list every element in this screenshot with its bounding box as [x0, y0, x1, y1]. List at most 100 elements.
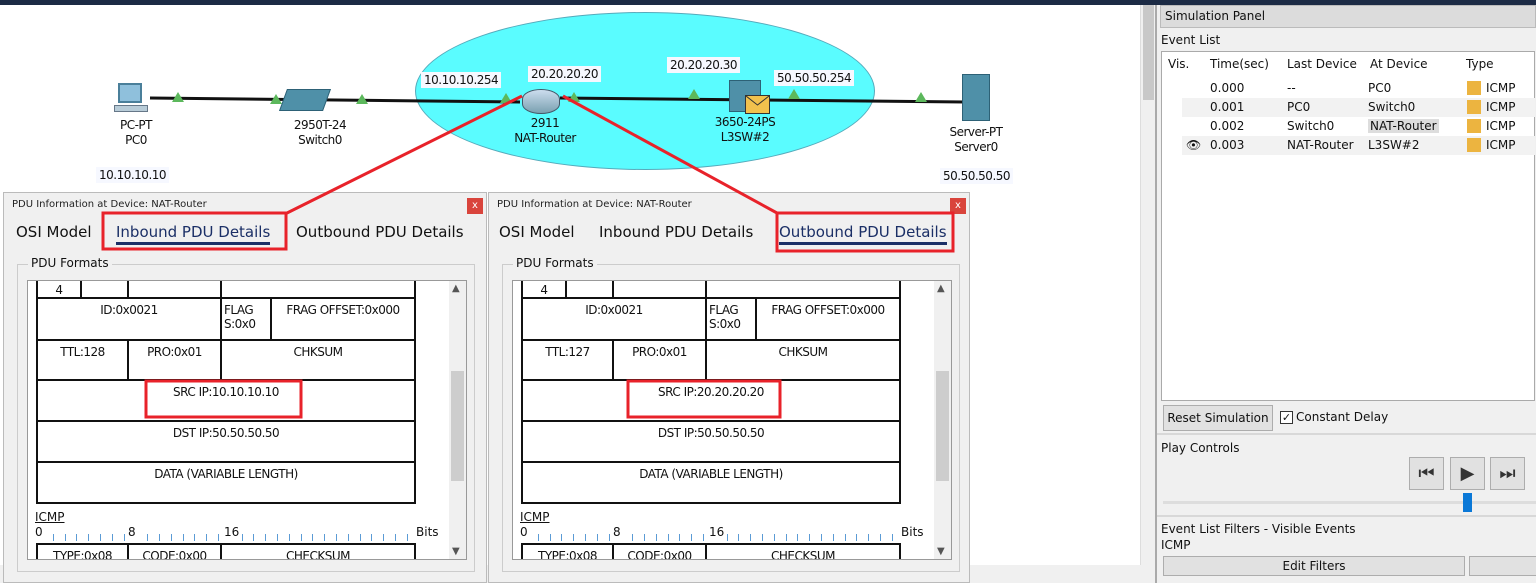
ruler-tick [88, 534, 90, 541]
ruler-tick [773, 534, 775, 541]
l3sw-ip-a: 20.20.20.30 [667, 57, 741, 73]
ruler-0: 0 [35, 525, 43, 539]
field-checksum: CHKSUM [220, 339, 416, 381]
tab-osi-model[interactable]: OSI Model [499, 223, 575, 241]
show-all-button[interactable] [1469, 556, 1536, 576]
envelope-icon[interactable] [745, 95, 770, 114]
ruler-tick [111, 534, 113, 541]
ruler-tick [738, 534, 740, 541]
ruler-tick [549, 534, 551, 541]
pdu-scrollbar[interactable]: ▲▼ [934, 281, 951, 559]
field-ttl: TTL:127 [521, 339, 614, 381]
ruler-8: 8 [128, 525, 136, 539]
event-row[interactable]: 0.001 PC0 Switch0 ICMP [1182, 98, 1535, 117]
ruler-tick [170, 534, 172, 541]
ruler-tick [667, 534, 669, 541]
type-color-swatch [1467, 138, 1481, 152]
tab-osi-model[interactable]: OSI Model [16, 223, 92, 241]
ruler-tick [312, 534, 314, 541]
field-id: ID:0x0021 [521, 297, 707, 341]
field-flags: FLAG S:0x0 [220, 297, 272, 341]
ruler-tick [821, 534, 822, 541]
ruler-tick [383, 534, 385, 541]
ruler-tick [159, 534, 160, 541]
pc-icon[interactable] [114, 83, 150, 115]
pdu-scrollbar[interactable]: ▲▼ [449, 281, 466, 559]
ruler-tick [608, 534, 610, 541]
ruler-tick [347, 534, 349, 541]
reset-simulation-button[interactable]: Reset Simulation [1163, 405, 1273, 431]
ruler-tick [324, 534, 326, 541]
ruler-tick [832, 534, 834, 541]
ruler-tick [76, 534, 78, 541]
type-color-swatch [1467, 119, 1481, 133]
ruler-tick [206, 534, 208, 541]
event-row[interactable]: 0.002 Switch0 NAT-Router ICMP [1182, 117, 1535, 136]
ruler-tick [64, 534, 66, 541]
event-time: 0.003 [1210, 138, 1245, 152]
tab-outbound-pdu[interactable]: Outbound PDU Details [296, 223, 464, 241]
col-vis[interactable]: Vis. [1168, 57, 1190, 71]
link-up-indicator [688, 89, 700, 99]
ruler-tick [300, 534, 302, 541]
ruler-tick [123, 534, 125, 541]
ruler-tick [762, 534, 763, 541]
field-icmp-checksum: CHECKSUM [220, 543, 416, 559]
canvas-vertical-scrollbar[interactable] [1140, 5, 1155, 565]
icmp-label[interactable]: ICMP [520, 510, 550, 524]
field-icmp-type: TYPE:0x08 [521, 543, 614, 559]
col-type[interactable]: Type [1466, 57, 1494, 71]
play-button[interactable]: ▶ [1450, 457, 1485, 490]
ruler-tick [750, 534, 752, 541]
col-time[interactable]: Time(sec) [1210, 57, 1269, 71]
group-label: PDU Formats [513, 256, 597, 270]
ruler-tick [891, 534, 893, 541]
col-last-device[interactable]: Last Device [1287, 57, 1357, 71]
ruler-tick [253, 534, 255, 541]
tab-inbound-pdu[interactable]: Inbound PDU Details [599, 223, 754, 241]
dialog-title: PDU Information at Device: NAT-Router [12, 199, 207, 210]
ruler-tick [218, 534, 219, 541]
close-button[interactable]: x [467, 198, 483, 214]
event-at-device: NAT-Router [1368, 119, 1439, 133]
server-icon[interactable] [962, 74, 990, 121]
window-top-bar [0, 0, 1536, 5]
ruler-tick [336, 534, 337, 541]
tab-inbound-pdu[interactable]: Inbound PDU Details [116, 223, 271, 245]
link-up-indicator [915, 92, 927, 102]
ruler-tick [655, 534, 657, 541]
field-protocol: PRO:0x01 [127, 339, 222, 381]
back-button[interactable]: ⏮ [1409, 457, 1444, 490]
ruler-tick [371, 534, 373, 541]
switch-icon[interactable] [278, 89, 332, 111]
close-button[interactable]: x [950, 198, 966, 214]
eye-icon[interactable]: 👁 [1186, 138, 1202, 152]
field-icmp-checksum: CHECKSUM [705, 543, 901, 559]
event-list-label: Event List [1161, 33, 1221, 47]
panel-title: Simulation Panel [1160, 5, 1536, 28]
field-frag-offset: FRAG OFFSET:0x000 [755, 297, 901, 341]
tab-outbound-pdu[interactable]: Outbound PDU Details [779, 223, 947, 245]
col-at-device[interactable]: At Device [1370, 57, 1428, 71]
ruler-bits: Bits [416, 525, 439, 539]
event-list-table: Vis. Time(sec) Last Device At Device Typ… [1161, 51, 1535, 401]
icmp-label[interactable]: ICMP [35, 510, 65, 524]
event-row[interactable]: 👁0.003 NAT-Router L3SW#2 ICMP [1182, 136, 1535, 155]
field-icmp-code: CODE:0x00 [612, 543, 707, 559]
pc0-ip: 10.10.10.10 [96, 167, 170, 183]
forward-button[interactable]: ⏭ [1490, 457, 1525, 490]
constant-delay-checkbox[interactable]: ✓ [1280, 411, 1293, 424]
router-icon[interactable] [522, 89, 560, 114]
edit-filters-button[interactable]: Edit Filters [1163, 556, 1465, 576]
speed-slider-thumb[interactable] [1463, 493, 1472, 512]
event-last-device: PC0 [1287, 100, 1311, 114]
speed-slider-track[interactable] [1163, 501, 1536, 504]
event-row[interactable]: 0.000 -- PC0 ICMP [1182, 79, 1535, 98]
ruler-tick [194, 534, 196, 541]
ruler-tick [691, 534, 693, 541]
